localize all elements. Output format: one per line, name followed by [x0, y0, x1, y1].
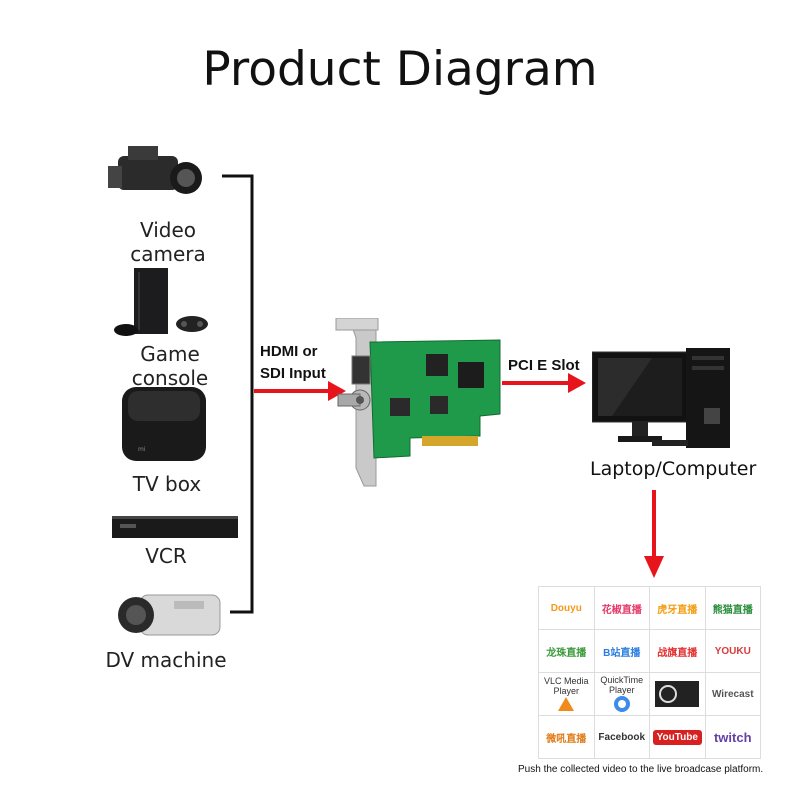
quicktime-icon	[613, 696, 630, 712]
platform-wirecast: Wirecast	[705, 673, 761, 716]
platform-huya: 虎牙直播	[650, 587, 706, 630]
device-label-video-camera: Video camera	[130, 218, 206, 266]
input-label-line1: HDMI or	[260, 343, 318, 360]
tv-box-icon: mi	[122, 387, 206, 461]
vcr-icon	[112, 516, 238, 538]
input-label-line2: SDI Input	[260, 365, 326, 382]
svg-text:mi: mi	[138, 446, 146, 453]
device-label-dv-machine: DV machine	[105, 648, 227, 672]
device-label-tv-box: TV box	[132, 472, 202, 496]
platform-bilibili: B站直播	[594, 630, 650, 673]
vlc-cone-icon	[558, 697, 575, 711]
platform-facebook: Facebook	[594, 716, 650, 759]
device-label-vcr: VCR	[145, 544, 187, 568]
video-camera-icon	[108, 146, 202, 194]
capture-card-icon	[335, 318, 501, 487]
platform-grid: Douyu 花椒直播 虎牙直播 熊猫直播 龙珠直播 B站直播 战旗直播 YOUK…	[538, 586, 761, 759]
game-console-icon	[114, 268, 208, 336]
platform-quicktime: QuickTime Player	[594, 673, 650, 716]
platform-youtube: YouTube	[650, 716, 706, 759]
platform-youku: YOUKU	[705, 630, 761, 673]
platform-panda: 熊猫直播	[705, 587, 761, 630]
slot-arrow-head	[568, 373, 586, 393]
computer-label: Laptop/Computer	[590, 458, 757, 480]
platform-huajiao: 花椒直播	[594, 587, 650, 630]
computer-icon	[592, 348, 730, 448]
platform-twitch: twitch	[705, 716, 761, 759]
device-label-game-console: Game console	[131, 342, 209, 390]
platform-douyu: Douyu	[539, 587, 595, 630]
obs-icon	[655, 681, 700, 707]
down-arrow-head	[644, 556, 664, 578]
input-arrow-head	[328, 381, 346, 401]
platform-longzhu: 龙珠直播	[539, 630, 595, 673]
platform-vlc: VLC Media Player	[539, 673, 595, 716]
dv-machine-icon	[118, 594, 221, 636]
footer-caption: Push the collected video to the live bro…	[518, 764, 764, 775]
page-title: Product Diagram	[202, 42, 598, 97]
slot-label: PCI E Slot	[508, 357, 580, 374]
platform-zhanqi: 战旗直播	[650, 630, 706, 673]
platform-obs	[650, 673, 706, 716]
platform-weihou: 微吼直播	[539, 716, 595, 759]
